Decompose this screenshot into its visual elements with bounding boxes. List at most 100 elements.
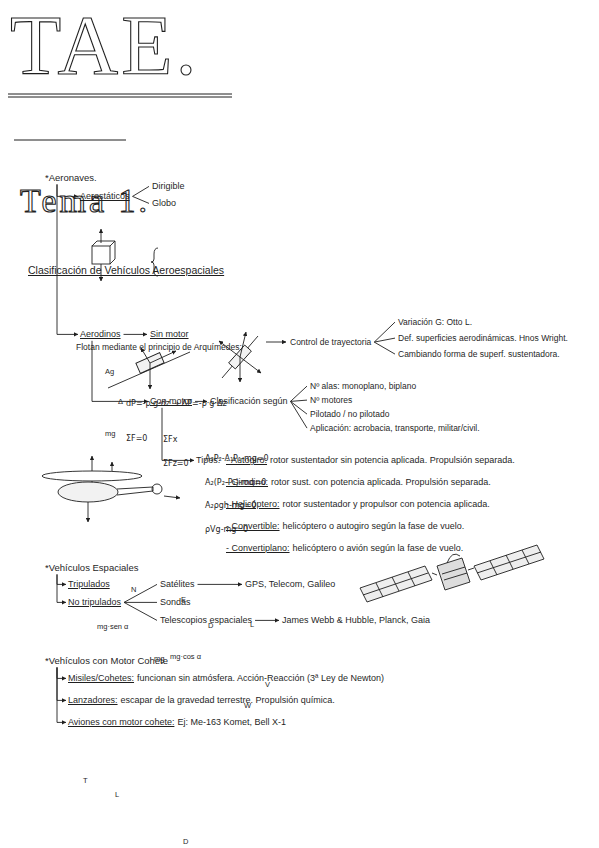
item-text: Cambiando forma de superf. sustentadora. [398,349,560,359]
glider-forces [108,348,190,389]
tree-item: Aerostáticos [80,191,130,202]
tree-item: Globo [152,198,176,209]
item-text: Tripulados [68,579,110,589]
item-text: - Convertible: [226,521,280,531]
tree-item: Tipos: [196,455,220,466]
tree-connector [57,574,66,602]
force-label: Ag [105,367,599,376]
tree-item: No tripulados [68,597,121,608]
item-text: helicóptero o autogiro según la fase de … [283,521,465,531]
item-text: Def. superficies aerodinámicas. Hnos Wri… [398,333,568,343]
helicopter-forces [152,484,162,494]
item-text: Ej: Me-163 Komet, Bell X-1 [177,717,286,727]
equation: ΣF=0 [126,434,599,444]
flight-vectors [240,357,241,382]
tree-item: Cambiando forma de superf. sustentadora. [398,349,560,359]
item-text: Globo [152,198,176,208]
item-text: GPS, Telecom, Galileo [245,579,335,589]
tree-item: Pilotado / no pilotado [310,409,389,419]
tree-item: - Autogiro:rotor sustentador sin potenci… [226,455,515,466]
item-text: Variación G: Otto L. [398,317,472,327]
tree-connector [57,667,66,700]
item-text: - Autogiro: [226,455,267,465]
tree-item: Misiles/Cohetes:funcionan sin atmósfera.… [68,673,384,684]
tree-connector [57,574,66,584]
heading-rule [14,140,126,141]
item-text: No tripulados [68,597,121,607]
tree-item: Lanzadores:escapar de la gravedad terres… [68,695,335,706]
tree-connector [255,620,279,621]
tree-item: Variación G: Otto L. [398,317,472,327]
force-label: L [115,790,599,799]
tree-connector [291,401,307,414]
tree-connector [291,386,307,401]
item-text: Aerodinos [80,329,121,339]
tree-item: Control de trayectoria [290,337,371,347]
tree-connector [124,602,157,603]
tree-connector [291,400,307,401]
item-text: helicóptero o avión según la fase de vue… [293,543,464,553]
flight-vectors [219,332,286,382]
tree-item: *Vehículos con Motor Cohete [45,655,168,666]
satellite-drawing [363,573,428,595]
tree-item: Satélites [160,579,195,590]
satellite-drawing [360,545,544,602]
item-text: funcionan sin atmósfera. Acción-Reacción… [137,673,384,683]
buoyancy-cube [92,241,115,246]
glider-forces [150,363,151,389]
force-label: N [131,585,599,594]
item-text: Satélites [160,579,195,589]
buoyancy-cube [92,246,110,264]
tree-item: Def. superficies aerodinámicas. Hnos Wri… [398,333,568,343]
satellite-drawing [442,567,465,574]
tree-connector [57,667,66,678]
item-text: Dirigible [152,181,185,191]
item-text: *Vehículos Espaciales [45,562,138,573]
force-label: mg·cos α [170,652,599,661]
tree-item: Aerodinos [80,329,121,340]
item-text: - Girodino: [226,477,268,487]
item-text: Nº alas: monoplano, biplano [310,381,416,391]
force-label: mg [154,654,599,663]
item-text: Pilotado / no pilotado [310,409,389,419]
item-text: Misiles/Cohetes: [68,673,134,683]
section-heading: Tema 1. [20,184,599,218]
satellite-drawing [360,566,432,602]
tree-item: Con motor [150,396,192,407]
item-text: James Webb & Hubble, Planck, Gaia [282,615,430,625]
tree-item: - Girodino:rotor sust. con potencia apli… [226,477,491,488]
equation: dP=-ρ·g·dz → ΔP=-ρ·g·Δz [126,399,599,409]
item-text: Tipos: [196,455,220,465]
item-text: escapar de la gravedad terrestre. Propul… [121,695,335,705]
item-text: - Helicóptero: [226,499,280,509]
glider-forces [108,352,190,388]
tree-connector [124,584,157,602]
satellite-drawing [477,552,541,573]
satellite-drawing [432,573,437,575]
force-label: T [83,776,599,785]
tree-item: - Convertiplano:helicóptero o avión segú… [226,543,463,554]
helicopter-forces [117,487,153,495]
tree-connector [124,334,147,335]
item-text: - Convertiplano: [226,543,290,553]
tree-connector [57,667,66,722]
item-text: Telescopios espaciales [160,615,252,625]
subject-heading: Clasificación de Vehículos Aeroespaciale… [28,264,599,277]
tree-item: - Convertible:helicóptero o autogiro seg… [226,521,464,532]
item-text: Con motor [150,396,192,406]
tree-item: Tripulados [68,579,110,590]
helicopter-forces [112,462,113,471]
tree-item: James Webb & Hubble, Planck, Gaia [282,615,430,626]
item-text: Control de trayectoria [290,337,371,347]
satellite-drawing [447,554,460,563]
item-text: rotor sust. con potencia aplicada. Propu… [271,477,491,487]
heading-rule [14,140,126,141]
tree-connector [162,408,194,461]
item-text: Nº motores [310,395,352,405]
item-text: Clasificación según [210,396,288,406]
tree-connector [124,602,157,620]
tree-item: Sondas [160,597,191,608]
item-text: Sondas [160,597,191,607]
tree-item: GPS, Telecom, Galileo [245,579,335,590]
